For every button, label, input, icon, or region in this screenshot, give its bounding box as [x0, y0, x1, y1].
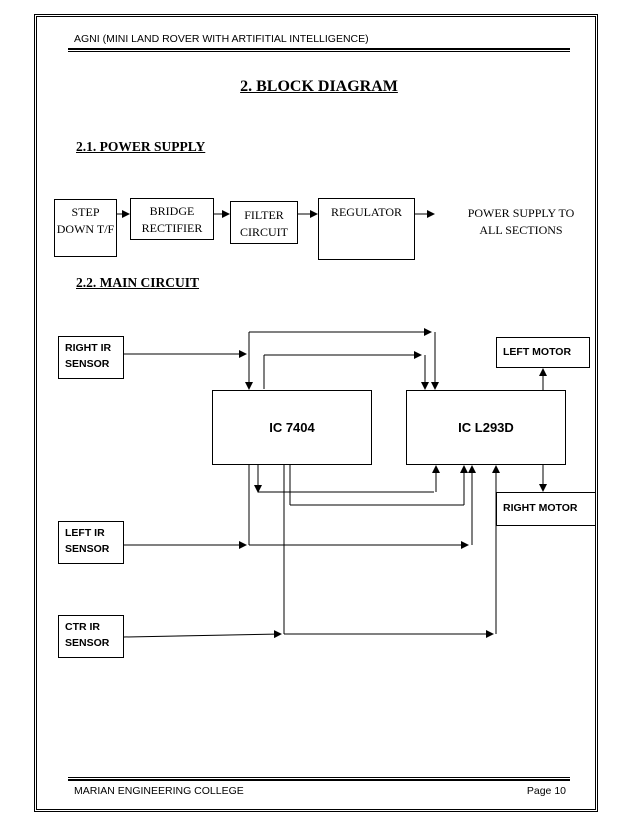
filter-circuit-block: FILTER CIRCUIT [230, 201, 298, 244]
ctr-ir-sensor-block: CTR IR SENSOR [58, 615, 124, 658]
bridge-rectifier-block: BRIDGE RECTIFIER [130, 198, 214, 240]
wire-ctr-ir-out [123, 630, 282, 639]
footer-rule [68, 777, 570, 781]
page-border [34, 14, 598, 812]
left-ir-sensor-block: LEFT IR SENSOR [58, 521, 124, 564]
power-supply-heading: 2.1. POWER SUPPLY [76, 139, 206, 154]
step-down-tf-block: STEP DOWN T/F [54, 199, 117, 257]
main-circuit-heading: 2.2. MAIN CIRCUIT [76, 275, 200, 290]
regulator-block: REGULATOR [318, 198, 415, 260]
page-title: 2. BLOCK DIAGRAM [240, 78, 398, 95]
right-ir-sensor-block: RIGHT IR SENSOR [58, 336, 124, 379]
footer-college: MARIAN ENGINEERING COLLEGE [74, 785, 244, 797]
right-motor-block: RIGHT MOTOR [496, 492, 596, 526]
left-motor-block: LEFT MOTOR [496, 337, 590, 368]
footer-page-number: Page 10 [526, 785, 566, 797]
running-header: AGNI (MINI LAND ROVER WITH ARTIFITIAL IN… [74, 33, 369, 45]
ic-7404-block: IC 7404 [212, 390, 372, 465]
ic-l293d-block: IC L293D [406, 390, 566, 465]
power-output-label: POWER SUPPLY TO ALL SECTIONS [467, 206, 575, 237]
header-rule [68, 48, 570, 52]
